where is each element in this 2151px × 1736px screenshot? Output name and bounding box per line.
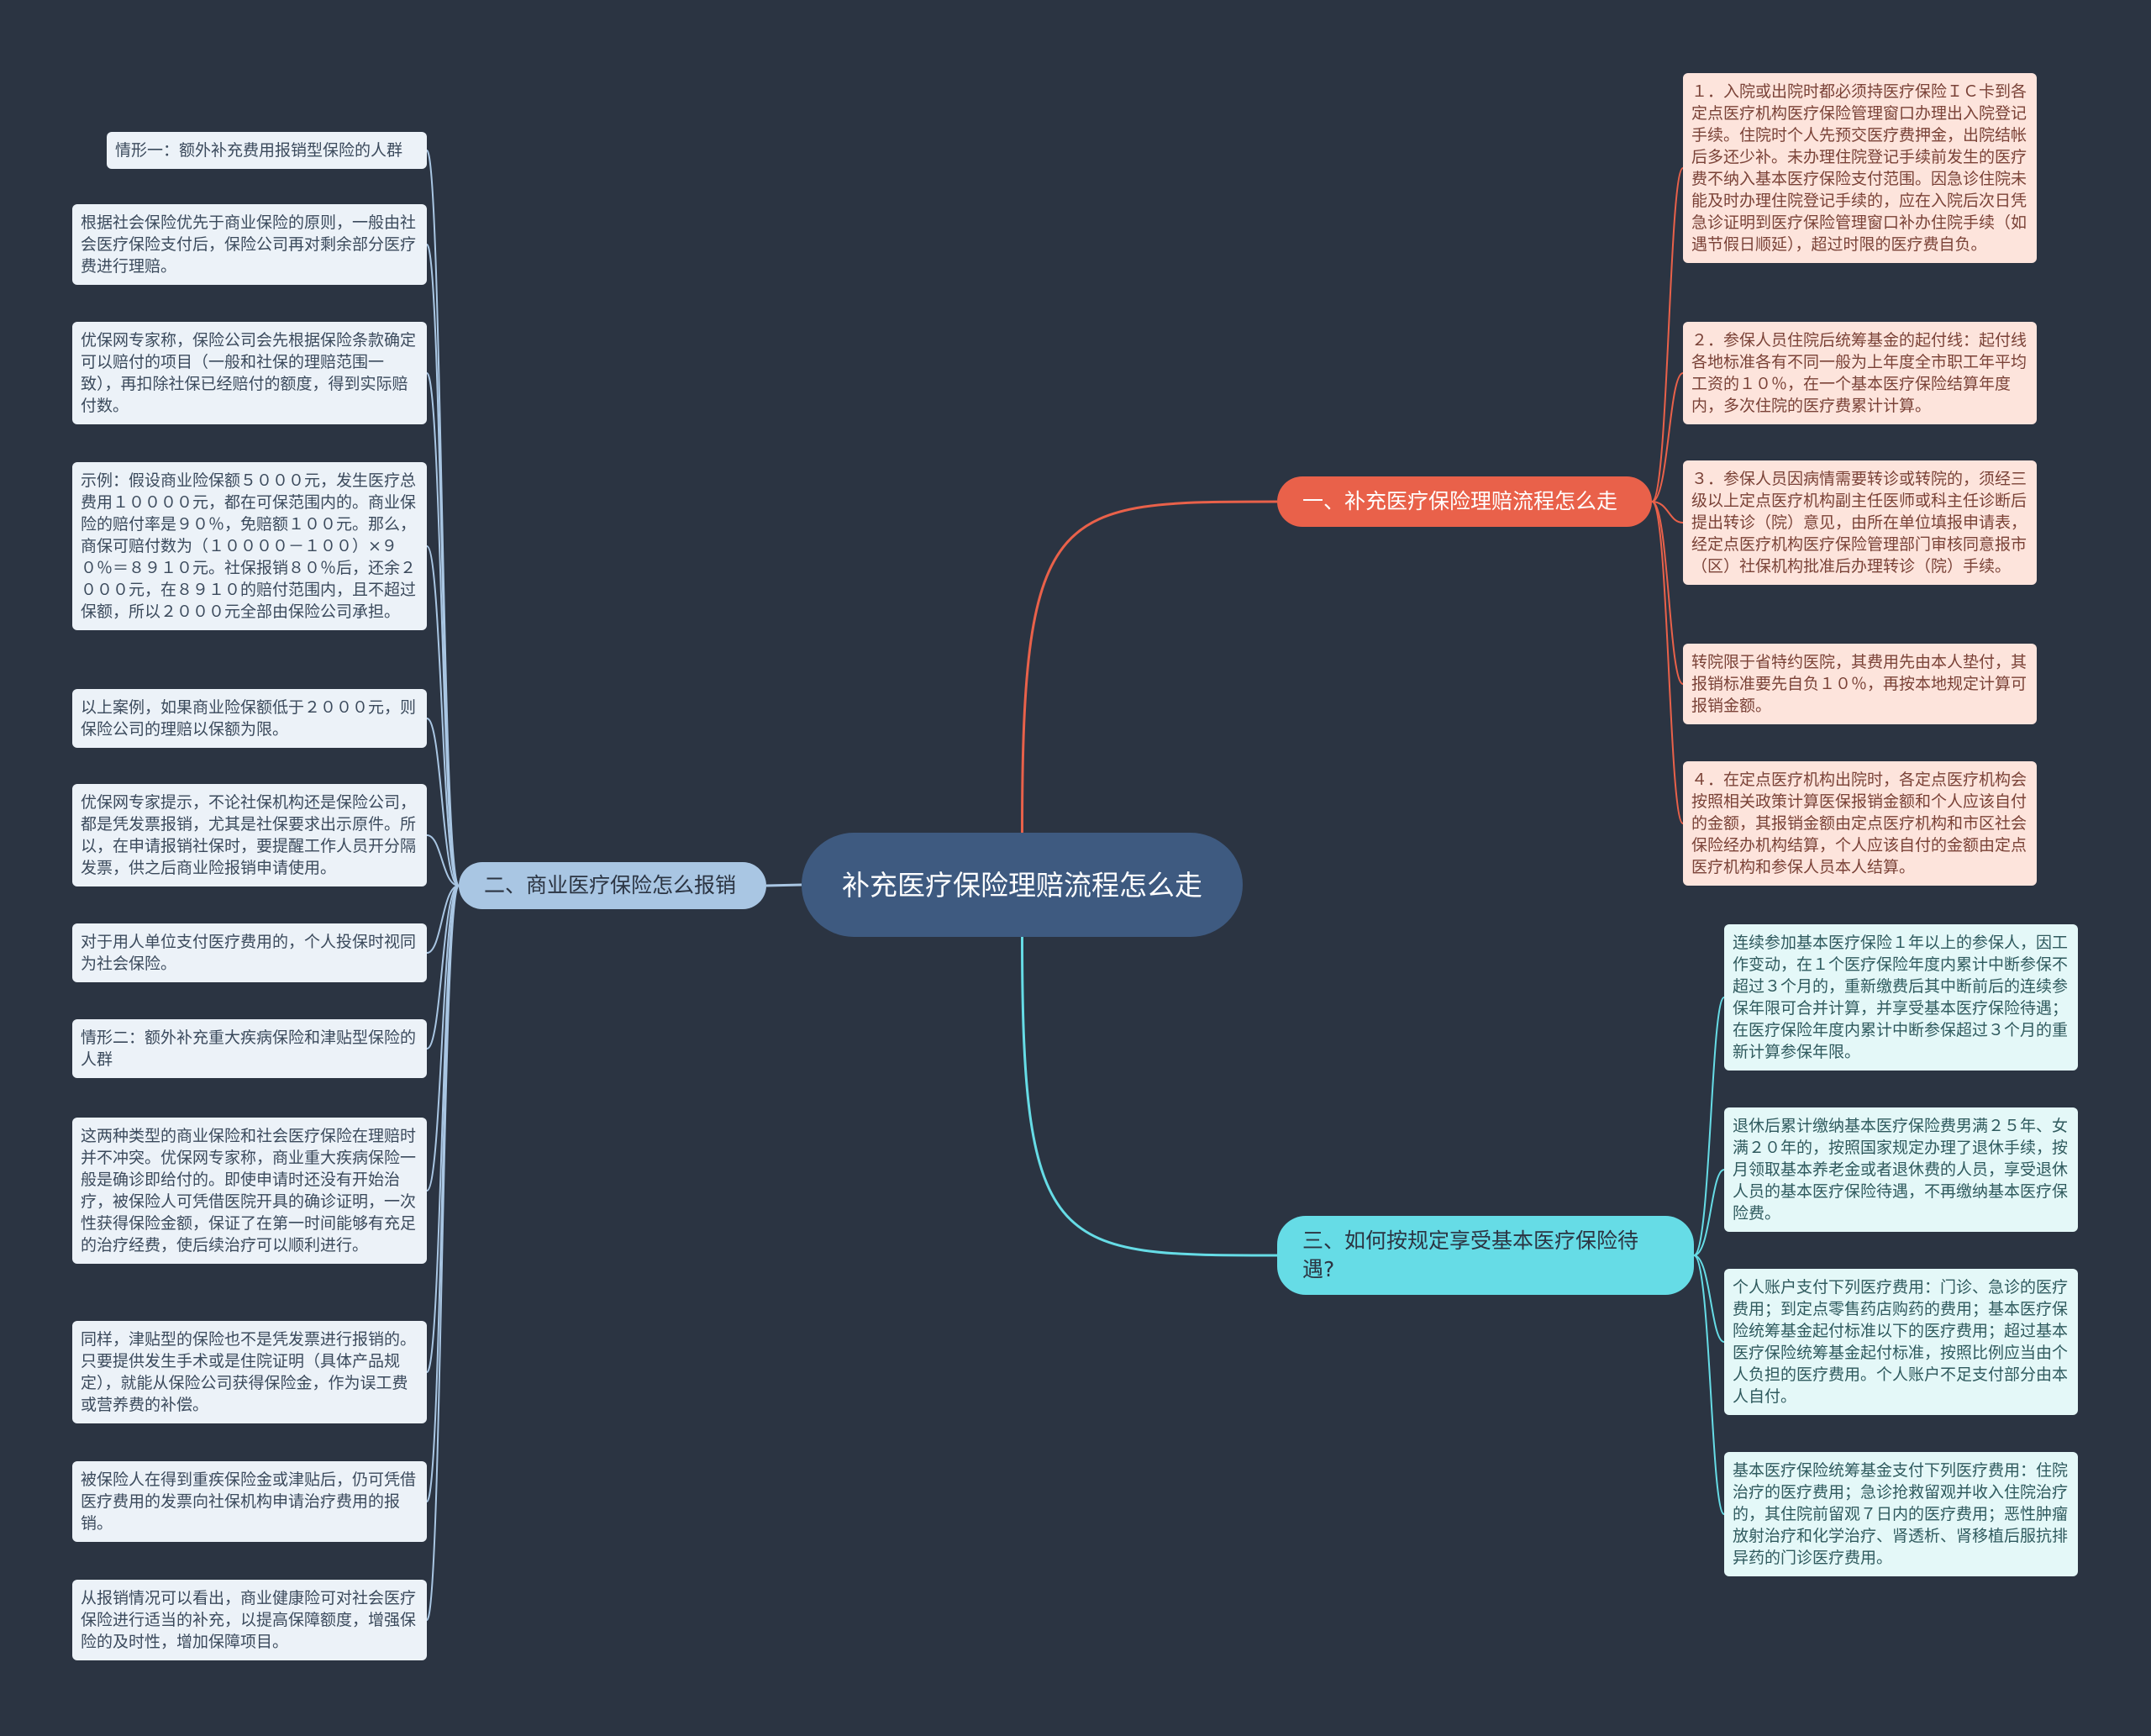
leaf-benefit-4[interactable]: 基本医疗保险统筹基金支付下列医疗费用：住院治疗的医疗费用；急诊抢救留观并收入住院…	[1724, 1452, 2078, 1576]
edge-branch-2-leaf	[426, 834, 460, 886]
edge-branch-2-leaf	[426, 718, 460, 886]
leaf-commercial-3[interactable]: 优保网专家称，保险公司会先根据保险条款确定可以赔付的项目（一般和社保的理赔范围一…	[72, 322, 427, 424]
leaf-commercial-6[interactable]: 优保网专家提示，不论社保机构还是保险公司，都是凭发票报销，尤其是社保要求出示原件…	[72, 784, 427, 886]
edge-branch-2-leaf	[426, 372, 460, 886]
leaf-commercial-8[interactable]: 情形二：额外补充重大疾病保险和津贴型保险的人群	[72, 1019, 427, 1078]
leaf-commercial-10[interactable]: 同样，津贴型的保险也不是凭发票进行报销的。只要提供发生手术或是住院证明（具体产品…	[72, 1321, 427, 1423]
leaf-claim-transfer[interactable]: 转院限于省特约医院，其费用先由本人垫付，其报销标准要先自负１０％，再按本地规定计…	[1683, 644, 2037, 724]
leaf-commercial-9[interactable]: 这两种类型的商业保险和社会医疗保险在理赔时并不冲突。优保网专家称，商业重大疾病保…	[72, 1118, 427, 1264]
leaf-commercial-1[interactable]: 情形一：额外补充费用报销型保险的人群	[107, 132, 427, 169]
edge-branch-2-leaf	[426, 150, 460, 886]
leaf-commercial-11[interactable]: 被保险人在得到重疾保险金或津贴后，仍可凭借医疗费用的发票向社保机构申请治疗费用的…	[72, 1461, 427, 1542]
edge-branch-2-leaf	[426, 885, 460, 1192]
edge-branch-2-leaf	[426, 545, 460, 886]
edge-branch-1-leaf	[1651, 501, 1684, 523]
edge-branch-2-leaf	[426, 885, 460, 1049]
leaf-commercial-4[interactable]: 示例：假设商业险保额５０００元，发生医疗总费用１００００元，都在可保范围内的。商…	[72, 462, 427, 630]
leaf-claim-step-1[interactable]: １．入院或出院时都必须持医疗保险ＩＣ卡到各定点医疗机构医疗保险管理窗口办理出入院…	[1683, 73, 2037, 263]
leaf-commercial-7[interactable]: 对于用人单位支付医疗费用的，个人投保时视同为社会保险。	[72, 923, 427, 982]
edge-branch-1-leaf	[1651, 167, 1684, 502]
leaf-claim-step-3[interactable]: ３．参保人员因病情需要转诊或转院的，须经三级以上定点医疗机构副主任医师或科主任诊…	[1683, 460, 2037, 585]
branch-commercial-reimbursement[interactable]: 二、商业医疗保险怎么报销	[459, 862, 766, 909]
edge-branch-3-leaf	[1693, 997, 1725, 1256]
root-topic-label: 补充医疗保险理赔流程怎么走	[842, 868, 1202, 902]
edge-branch-3-leaf	[1693, 1255, 1725, 1515]
edge-branch-1-leaf	[1651, 501, 1684, 685]
leaf-claim-step-2[interactable]: ２．参保人员住院后统筹基金的起付线：起付线各地标准各有不同一般为上年度全市职工年…	[1683, 322, 2037, 424]
leaf-commercial-2[interactable]: 根据社会保险优先于商业保险的原则，一般由社会医疗保险支付后，保险公司再对剩余部分…	[72, 204, 427, 285]
branch-claim-process-label: 一、补充医疗保险理赔流程怎么走	[1302, 489, 1618, 513]
edge-branch-3-leaf	[1693, 1255, 1725, 1343]
edge-branch-2-leaf	[426, 885, 460, 1621]
edge-branch-2-leaf	[426, 244, 460, 886]
edge-branch-2-leaf	[426, 885, 460, 954]
edge-root-branch-2	[765, 883, 802, 887]
branch-commercial-reimbursement-label: 二、商业医疗保险怎么报销	[484, 873, 737, 897]
leaf-benefit-1[interactable]: 连续参加基本医疗保险１年以上的参保人，因工作变动，在１个医疗保险年度内累计中断参…	[1724, 924, 2078, 1071]
branch-claim-process[interactable]: 一、补充医疗保险理赔流程怎么走	[1277, 476, 1652, 527]
leaf-benefit-2[interactable]: 退休后累计缴纳基本医疗保险费男满２５年、女满２０年的，按照国家规定办理了退休手续…	[1724, 1107, 2078, 1232]
leaf-benefit-3[interactable]: 个人账户支付下列医疗费用：门诊、急诊的医疗费用；到定点零售药店购药的费用；基本医…	[1724, 1269, 2078, 1415]
edge-branch-1-leaf	[1651, 372, 1684, 502]
edge-root-branch-1	[1021, 500, 1278, 834]
edge-branch-2-leaf	[426, 885, 460, 1373]
edge-branch-2-leaf	[426, 885, 460, 1502]
edge-branch-1-leaf	[1651, 501, 1684, 824]
branch-basic-insurance-benefits-label: 三、如何按规定享受基本医疗保险待遇?	[1302, 1228, 1639, 1281]
root-topic[interactable]: 补充医疗保险理赔流程怎么走	[802, 833, 1243, 937]
leaf-commercial-12[interactable]: 从报销情况可以看出，商业健康险可对社会医疗保险进行适当的补充，以提高保障额度，增…	[72, 1580, 427, 1660]
branch-basic-insurance-benefits[interactable]: 三、如何按规定享受基本医疗保险待遇?	[1277, 1216, 1694, 1295]
edge-root-branch-3	[1021, 936, 1278, 1257]
edge-branch-3-leaf	[1693, 1169, 1725, 1256]
leaf-commercial-5[interactable]: 以上案例，如果商业险保额低于２０００元，则保险公司的理赔以保额为限。	[72, 689, 427, 748]
leaf-claim-step-4[interactable]: ４．在定点医疗机构出院时，各定点医疗机构会按照相关政策计算医保报销金额和个人应该…	[1683, 761, 2037, 886]
